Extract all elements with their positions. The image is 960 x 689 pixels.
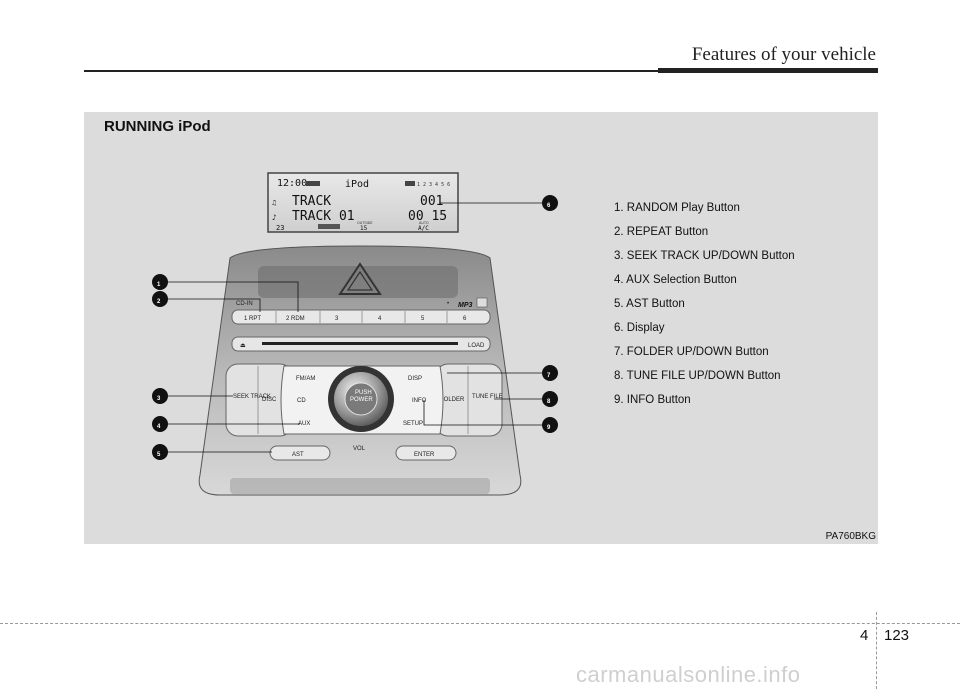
callout-5: 5 [152, 444, 168, 460]
svg-text:5: 5 [157, 452, 161, 458]
setup-label: SETUP [403, 421, 423, 427]
lcd-display: 12:00 iPod 1 2 3 4 5 6 ♫ TRACK 001 ♪ TRA… [267, 172, 459, 233]
preset-5-label: 5 [421, 316, 425, 322]
callout-6: 6 [542, 195, 558, 211]
callout-leader-lines [168, 202, 542, 453]
eject-icon: ⏏ [240, 343, 246, 349]
vol-label: VOL [353, 446, 366, 452]
svg-text:6: 6 [547, 203, 551, 209]
lcd-clock: 12:00 [277, 178, 307, 189]
legend-item: 6. Display [614, 322, 665, 334]
legend-item: 5. AST Button [614, 298, 685, 310]
folder-label: FOLDER [440, 397, 465, 403]
svg-text:8: 8 [547, 399, 551, 405]
ast-button [269, 445, 331, 461]
preset-3-label: 3 [335, 316, 339, 322]
legend-item: 7. FOLDER UP/DOWN Button [614, 346, 769, 358]
callout-4: 4 [152, 416, 168, 432]
section-title: RUNNING iPod [104, 118, 211, 135]
svg-text:♪: ♪ [272, 213, 277, 222]
hazard-icon [338, 262, 382, 295]
lcd-ac-label: A/C [418, 225, 429, 232]
svg-text:CD-IN: CD-IN [236, 301, 253, 307]
svg-text:2: 2 [157, 299, 161, 305]
enter-button [395, 445, 457, 461]
cd-slot [262, 342, 458, 345]
preset-4-label: 4 [378, 316, 382, 322]
lcd-auto-label: AUTO [419, 221, 429, 225]
lcd-line2-value: 00 15 [408, 209, 447, 224]
callout-9: 9 [542, 417, 558, 433]
legend-item: 3. SEEK TRACK UP/DOWN Button [614, 250, 795, 262]
svg-text:9: 9 [547, 425, 551, 431]
svg-text:3: 3 [157, 396, 161, 402]
info-label: INFO [412, 398, 427, 404]
header-rule-accent [658, 68, 878, 73]
lcd-line2-label: TRACK 01 [292, 209, 355, 224]
callout-2: 2 [152, 291, 168, 307]
lcd-outside-temp: 15 [360, 225, 368, 232]
preset-6-label: 6 [463, 316, 467, 322]
ast-label: AST [292, 452, 304, 458]
disp-label: DISP [408, 376, 422, 382]
svg-text:7: 7 [547, 373, 551, 379]
page-number: 123 [884, 627, 910, 644]
svg-text:4: 4 [157, 424, 161, 430]
seek-label: SEEK TRACK [233, 394, 271, 400]
aux-label: AUX [298, 421, 310, 427]
fm-am-label: FM/AM [296, 376, 315, 382]
disc-label: DISC [262, 397, 277, 403]
header-title: Features of your vehicle [691, 44, 876, 65]
lcd-outside-label: OUTSIDE [357, 221, 373, 225]
figure-caption: PA760BKG [825, 531, 876, 542]
svg-text:♫: ♫ [272, 199, 276, 207]
legend-item: 9. INFO Button [614, 394, 691, 406]
svg-text:•: • [447, 301, 449, 307]
enter-label: ENTER [414, 452, 435, 458]
lcd-temp-left: 23 [276, 224, 284, 232]
button-legend: 1. RANDOM Play Button 2. REPEAT Button 3… [614, 196, 795, 412]
power-small-label: PUSH [355, 390, 372, 396]
footer-rule [0, 623, 960, 624]
tune-label: TUNE FILE [472, 394, 503, 400]
preset-2-label: 2 RDM [286, 316, 305, 322]
preset-1-label: 1 RPT [244, 316, 261, 322]
chapter-number: 4 [860, 627, 869, 644]
legend-item: 2. REPEAT Button [614, 226, 709, 238]
preset-row: CD-IN • MP3 [231, 297, 491, 325]
cd-label: CD [297, 398, 306, 404]
header-rule [84, 70, 878, 72]
load-label: LOAD [468, 343, 485, 349]
lcd-line1-label: TRACK [292, 194, 331, 209]
lcd-source: iPod [345, 179, 369, 190]
lcd-presets: 1 2 3 4 5 6 [417, 182, 450, 188]
legend-item: 4. AUX Selection Button [614, 274, 737, 286]
watermark: carmanualsonline.info [576, 662, 801, 687]
callout-7: 7 [542, 365, 558, 381]
mp3-logo: MP3 [458, 302, 473, 309]
legend-item: 8. TUNE FILE UP/DOWN Button [614, 370, 781, 382]
svg-text:1: 1 [157, 282, 161, 288]
callout-1: 1 [152, 274, 168, 290]
footer-divider [876, 612, 877, 689]
power-label: POWER [350, 397, 373, 403]
callout-8: 8 [542, 391, 558, 407]
callout-3: 3 [152, 388, 168, 404]
legend-item: 1. RANDOM Play Button [614, 202, 740, 214]
lcd-line1-value: 001 [420, 194, 443, 209]
